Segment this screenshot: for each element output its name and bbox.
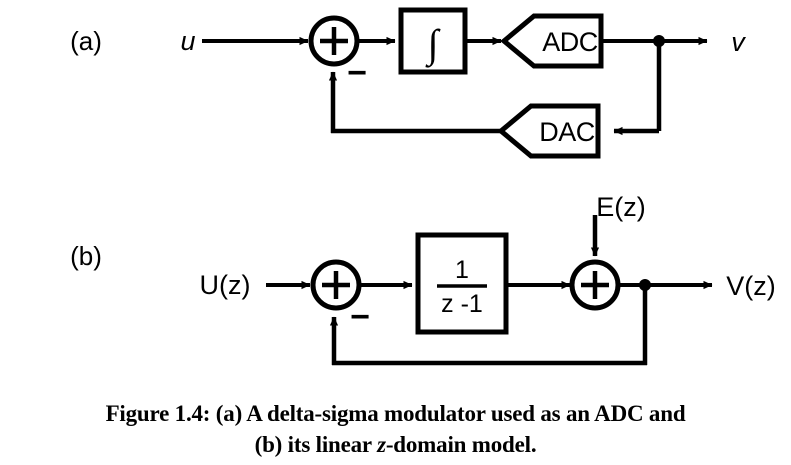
caption-z-variable: z [377,432,386,457]
panel-b-output-label: V(z) [726,271,776,301]
caption-line-1: Figure 1.4: (a) A delta-sigma modulator … [105,401,686,426]
panel-b-noise-label: E(z) [596,192,646,222]
panel-b-transfer-numerator: 1 [455,256,469,284]
panel-a-input-label: u [180,26,195,56]
panel-a-minus-sign: − [347,54,367,92]
panel-a-label: (a) [70,26,102,56]
caption-line-2-prefix: (b) its linear [254,432,378,457]
panel-a-integrator-block [398,7,468,75]
panel-a-group: (a) u ∫ ADC v [70,7,746,159]
panel-b-label: (b) [70,241,102,271]
panel-a-integrator-symbol: ∫ [425,21,442,68]
panel-b-group: (b) U(z) 1 z -1 E(z) [70,192,776,366]
panel-a-dac-block [497,103,601,159]
panel-a-adc-label: ADC [542,27,598,57]
panel-b-minus-sign: − [350,298,370,336]
figure-caption: Figure 1.4: (a) A delta-sigma modulator … [0,398,791,460]
panel-a-dac-label: DAC [539,117,595,147]
panel-b-input-label: U(z) [200,270,251,300]
panel-a-output-label: v [731,27,746,57]
caption-line-2: (b) its linear z-domain model. [0,429,791,460]
panel-b-transfer-denominator: z -1 [441,290,483,318]
caption-line-2-suffix: -domain model. [385,432,537,457]
